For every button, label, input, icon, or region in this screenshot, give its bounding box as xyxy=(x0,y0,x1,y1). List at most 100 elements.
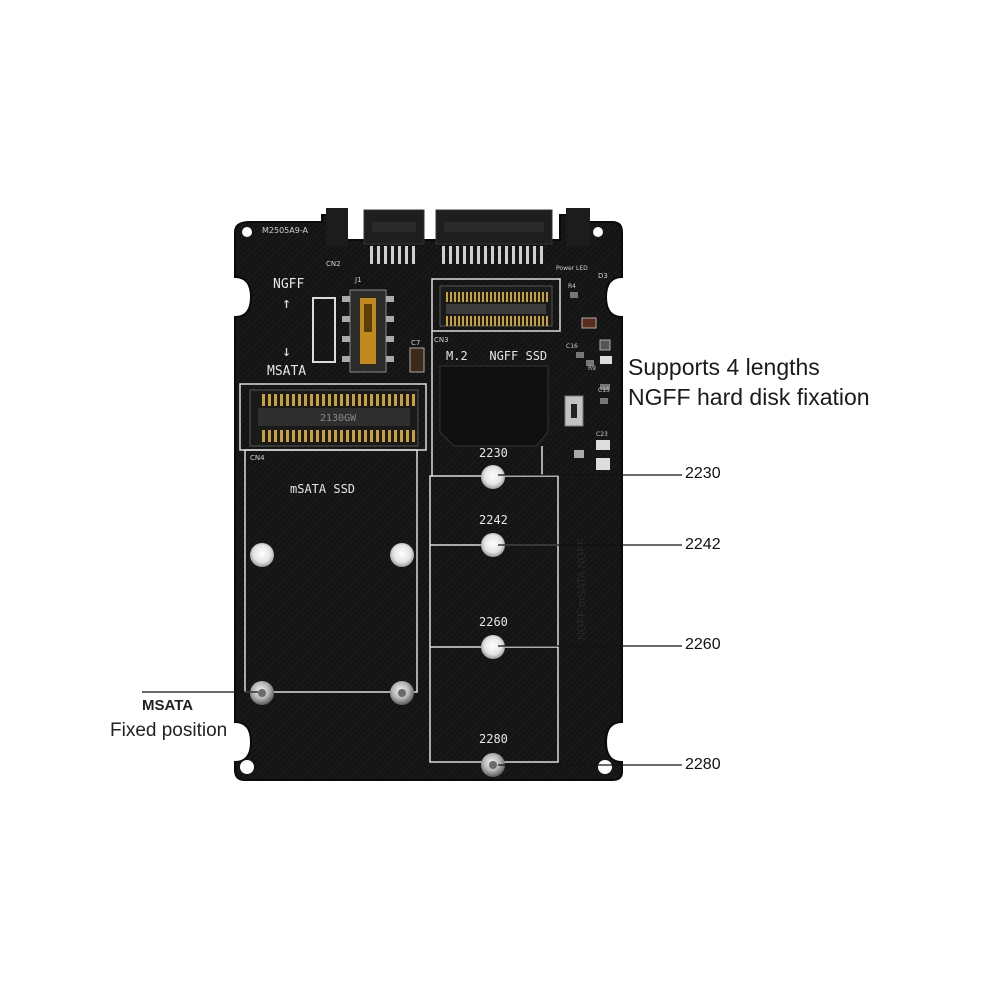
msata-pin xyxy=(388,394,391,406)
msata-pin xyxy=(280,394,283,406)
callout-2260: 2260 xyxy=(685,636,721,653)
msata-pin xyxy=(292,430,295,442)
pcb-len-2230: 2230 xyxy=(479,446,508,460)
ngff-pins xyxy=(446,292,548,326)
msata-pin xyxy=(274,394,277,406)
switch-arrow-up-icon: ↑ xyxy=(282,294,291,312)
ngff-pin xyxy=(482,316,484,326)
ref-c16: C16 xyxy=(566,343,578,350)
msata-pin xyxy=(316,430,319,442)
ngff-pin xyxy=(522,316,524,326)
pcb-board xyxy=(234,214,623,781)
side-strip-print: NGFF mSATA NGFF xyxy=(576,538,588,640)
ref-cn3: CN3 xyxy=(434,336,449,344)
ref-r4: R4 xyxy=(568,283,576,290)
ngff-pin xyxy=(498,292,500,302)
sata-pin xyxy=(512,246,515,264)
ngff-slot-label: M.2 NGFF SSD xyxy=(446,349,547,363)
pcb-len-2280: 2280 xyxy=(479,732,508,746)
ngff-pin xyxy=(450,292,452,302)
msata-pin xyxy=(280,430,283,442)
msata-pin xyxy=(316,394,319,406)
pcb-len-2242: 2242 xyxy=(479,513,508,527)
msata-pin xyxy=(286,394,289,406)
msata-pin xyxy=(406,394,409,406)
ngff-pin xyxy=(538,316,540,326)
msata-pin xyxy=(328,430,331,442)
ngff-pin xyxy=(534,292,536,302)
ngff-pin xyxy=(518,316,520,326)
msata-pin xyxy=(310,430,313,442)
sata-pin xyxy=(498,246,501,264)
sata-pin xyxy=(412,246,415,264)
msata-pin xyxy=(406,430,409,442)
ngff-pin xyxy=(502,292,504,302)
msata-connector-print: 2130GW xyxy=(320,413,357,424)
ngff-pin xyxy=(466,292,468,302)
ref-j1: J1 xyxy=(354,276,362,284)
sata-pin xyxy=(456,246,459,264)
msata-pin xyxy=(358,394,361,406)
msata-pin xyxy=(376,430,379,442)
sata-pins xyxy=(370,246,543,264)
headline-callout: Supports 4 lengths NGFF hard disk fixati… xyxy=(628,352,870,412)
switch-label-msata: MSATA xyxy=(267,364,306,379)
headline-line2: NGFF hard disk fixation xyxy=(628,384,870,410)
msata-pin xyxy=(394,394,397,406)
msata-pin xyxy=(286,430,289,442)
msata-pin xyxy=(346,394,349,406)
msata-pin xyxy=(370,394,373,406)
ngff-pin xyxy=(542,316,544,326)
ngff-pin xyxy=(534,316,536,326)
ngff-pin xyxy=(494,316,496,326)
sata-pin xyxy=(442,246,445,264)
ref-power-led: Power LED xyxy=(556,265,588,272)
msata-pin xyxy=(310,394,313,406)
msata-pin xyxy=(322,394,325,406)
msata-pin xyxy=(352,394,355,406)
ngff-chip-outline xyxy=(439,365,549,447)
sata-pin xyxy=(526,246,529,264)
pcb-len-2260: 2260 xyxy=(479,615,508,629)
sata-pin xyxy=(484,246,487,264)
msata-pin xyxy=(412,394,415,406)
ngff-pin xyxy=(458,316,460,326)
sata-pin xyxy=(449,246,452,264)
msata-pin xyxy=(412,430,415,442)
switch-arrow-down-icon: ↓ xyxy=(282,342,291,360)
ngff-pin xyxy=(486,292,488,302)
sata-pin xyxy=(391,246,394,264)
sata-pin xyxy=(405,246,408,264)
sata-pin xyxy=(398,246,401,264)
msata-card-outline xyxy=(244,449,418,693)
ngff-pin xyxy=(474,316,476,326)
msata-pin xyxy=(382,430,385,442)
msata-pin xyxy=(364,394,367,406)
sata-pin xyxy=(519,246,522,264)
ngff-pin xyxy=(470,292,472,302)
ngff-pin xyxy=(498,316,500,326)
msata-pin xyxy=(292,394,295,406)
ngff-pin xyxy=(466,316,468,326)
ngff-pin xyxy=(478,316,480,326)
ngff-pin xyxy=(490,316,492,326)
ngff-pin xyxy=(490,292,492,302)
ref-c15: C15 xyxy=(598,387,610,394)
sata-pin xyxy=(477,246,480,264)
ref-d3: D3 xyxy=(598,272,608,280)
msata-pins xyxy=(262,394,415,442)
ngff-pin xyxy=(526,292,528,302)
ngff-pin xyxy=(514,316,516,326)
msata-pin xyxy=(346,430,349,442)
ref-c7: C7 xyxy=(411,339,420,347)
msata-pin xyxy=(340,394,343,406)
ref-cn4: CN4 xyxy=(250,454,265,462)
sata-pin xyxy=(370,246,373,264)
msata-pin xyxy=(400,430,403,442)
msata-pin xyxy=(322,430,325,442)
msata-pin xyxy=(400,394,403,406)
msata-pin xyxy=(334,430,337,442)
sata-pin xyxy=(505,246,508,264)
msata-pin xyxy=(262,394,265,406)
sata-connector xyxy=(326,208,590,246)
